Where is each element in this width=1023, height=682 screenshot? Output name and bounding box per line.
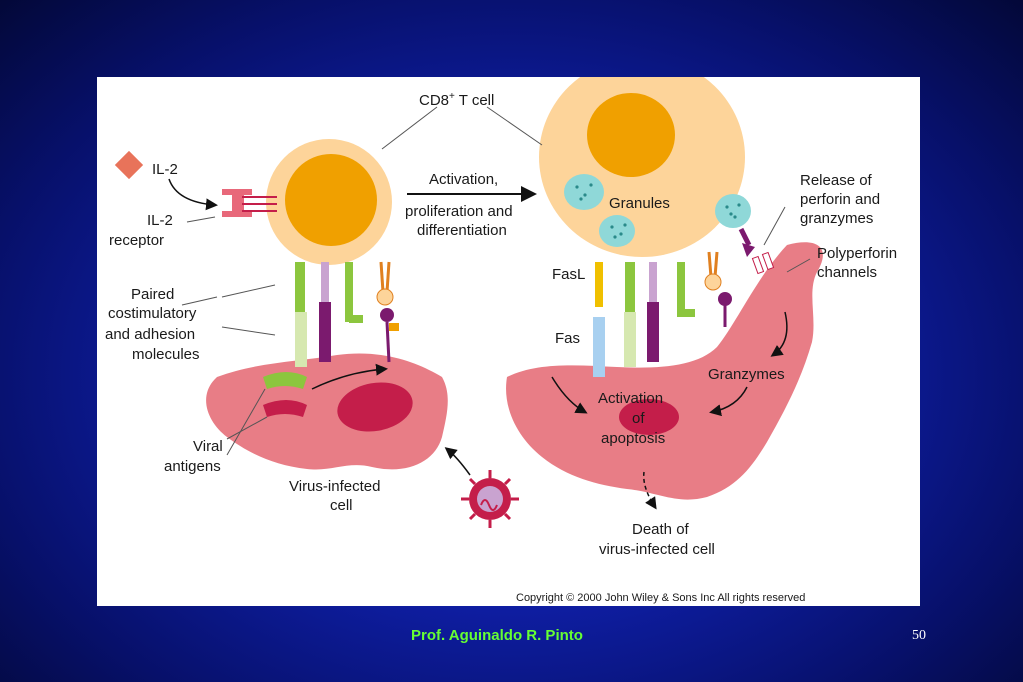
diagram-svg: CD8+ T cell IL-2 IL-2 receptor Activatio… bbox=[105, 77, 897, 604]
granule-1 bbox=[564, 174, 604, 210]
slide-number: 50 bbox=[912, 628, 926, 643]
label-virus-cell-1: Virus-infected bbox=[289, 478, 380, 495]
label-death-2: virus-infected cell bbox=[599, 541, 715, 558]
label-activation-3: differentiation bbox=[417, 222, 507, 239]
label-death-1: Death of bbox=[632, 521, 690, 538]
label-viral-2: antigens bbox=[164, 458, 221, 475]
label-paired-3: and adhesion bbox=[105, 326, 195, 343]
fasl-molecule bbox=[595, 262, 603, 307]
left-infected-nucleus bbox=[337, 382, 413, 432]
label-apoptosis-1: Activation bbox=[598, 390, 663, 407]
label-polyperforin-2: channels bbox=[817, 264, 877, 281]
copyright-notice: Copyright © 2000 John Wiley & Sons Inc A… bbox=[516, 592, 805, 604]
label-activation-1: Activation, bbox=[429, 171, 498, 188]
footer-author: Prof. Aguinaldo R. Pinto bbox=[411, 627, 583, 644]
label-il2: IL-2 bbox=[152, 161, 178, 178]
label-apoptosis-3: apoptosis bbox=[601, 430, 665, 447]
label-polyperforin-1: Polyperforin bbox=[817, 245, 897, 262]
label-cd8-t-cell: CD8+ T cell bbox=[419, 91, 494, 109]
il2-diamond bbox=[114, 150, 144, 180]
virus-particle-icon bbox=[444, 447, 519, 528]
label-fasl: FasL bbox=[552, 266, 585, 283]
label-paired-1: Paired bbox=[131, 286, 174, 303]
viral-antigen-red bbox=[263, 400, 307, 417]
label-paired-2: costimulatory bbox=[108, 305, 197, 322]
label-fas: Fas bbox=[555, 330, 580, 347]
left-infected-cell bbox=[206, 353, 448, 470]
label-release-3: granzymes bbox=[800, 210, 873, 227]
right-t-cell-nucleus bbox=[587, 93, 675, 177]
label-apoptosis-2: of bbox=[632, 410, 645, 427]
granule-3 bbox=[715, 194, 751, 228]
right-infected-nucleus bbox=[619, 399, 679, 435]
label-il2-receptor-1: IL-2 bbox=[147, 212, 173, 229]
left-molecule-purple bbox=[321, 262, 329, 302]
label-il2-receptor-2: receptor bbox=[109, 232, 164, 249]
label-paired-4: molecules bbox=[132, 346, 200, 363]
il2-receptor bbox=[222, 189, 252, 217]
left-t-cell-nucleus bbox=[285, 154, 377, 246]
label-granules: Granules bbox=[609, 195, 670, 212]
label-activation-2: proliferation and bbox=[405, 203, 513, 220]
label-granzymes: Granzymes bbox=[708, 366, 785, 383]
label-release-1: Release of bbox=[800, 172, 873, 189]
label-virus-cell-2: cell bbox=[330, 497, 353, 514]
label-release-2: perforin and bbox=[800, 191, 880, 208]
granule-2 bbox=[599, 215, 635, 247]
right-infected-cell bbox=[506, 242, 823, 500]
left-molecule-green bbox=[295, 262, 305, 312]
cd8-t-cell-diagram: CD8+ T cell IL-2 IL-2 receptor Activatio… bbox=[97, 77, 920, 606]
viral-antigen-green bbox=[263, 372, 307, 389]
fas-molecule bbox=[593, 317, 605, 377]
label-viral-1: Viral bbox=[193, 438, 223, 455]
